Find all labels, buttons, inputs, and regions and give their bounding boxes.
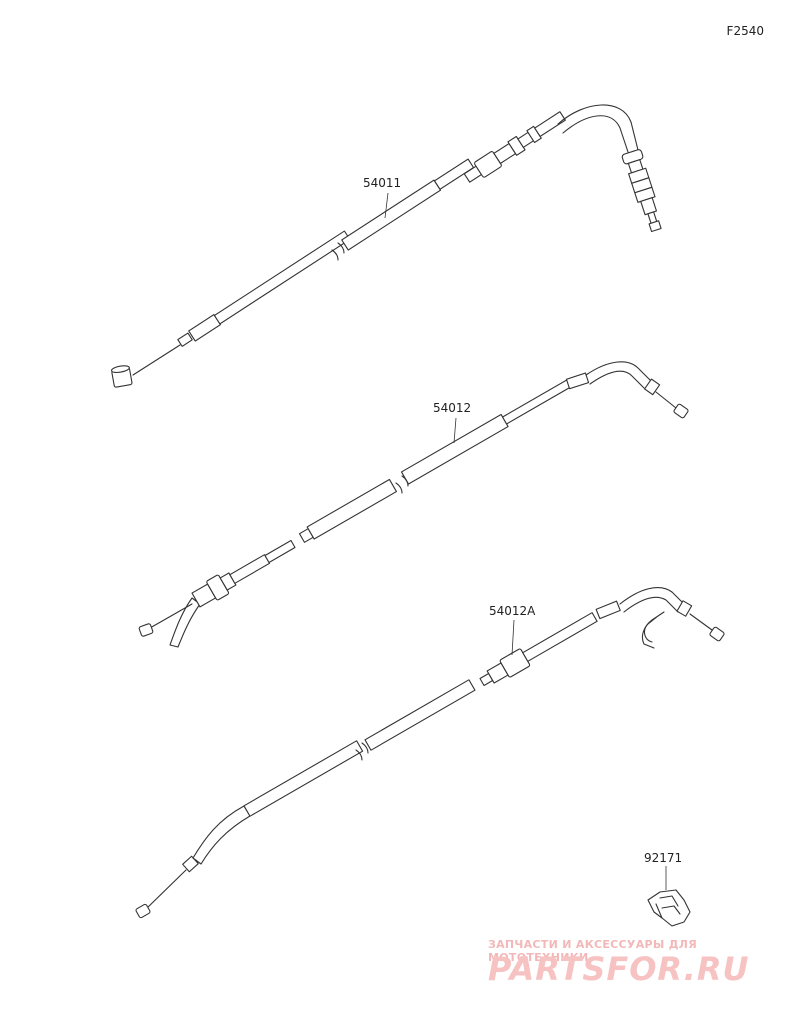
part-label-54012A[interactable]: 54012A (489, 604, 536, 618)
leader-54012A (511, 619, 515, 656)
cable-54012[interactable] (138, 361, 689, 648)
diagram-code: F2540 (726, 24, 764, 38)
cable-54011[interactable] (111, 104, 666, 388)
part-label-54011[interactable]: 54011 (363, 176, 402, 190)
leader-54011 (384, 192, 389, 219)
part-label-92171[interactable]: 92171 (644, 851, 683, 865)
watermark-tagline: ЗАПЧАСТИ И АКСЕССУАРЫ ДЛЯ МОТОТЕХНИКИ (488, 938, 698, 964)
watermark-logo: PARTSFOR.RU (488, 950, 750, 988)
part-label-54012[interactable]: 54012 (433, 401, 472, 415)
leader-54012 (453, 417, 457, 444)
cable-54012A[interactable] (135, 587, 725, 919)
clamp-92171[interactable] (647, 889, 691, 927)
